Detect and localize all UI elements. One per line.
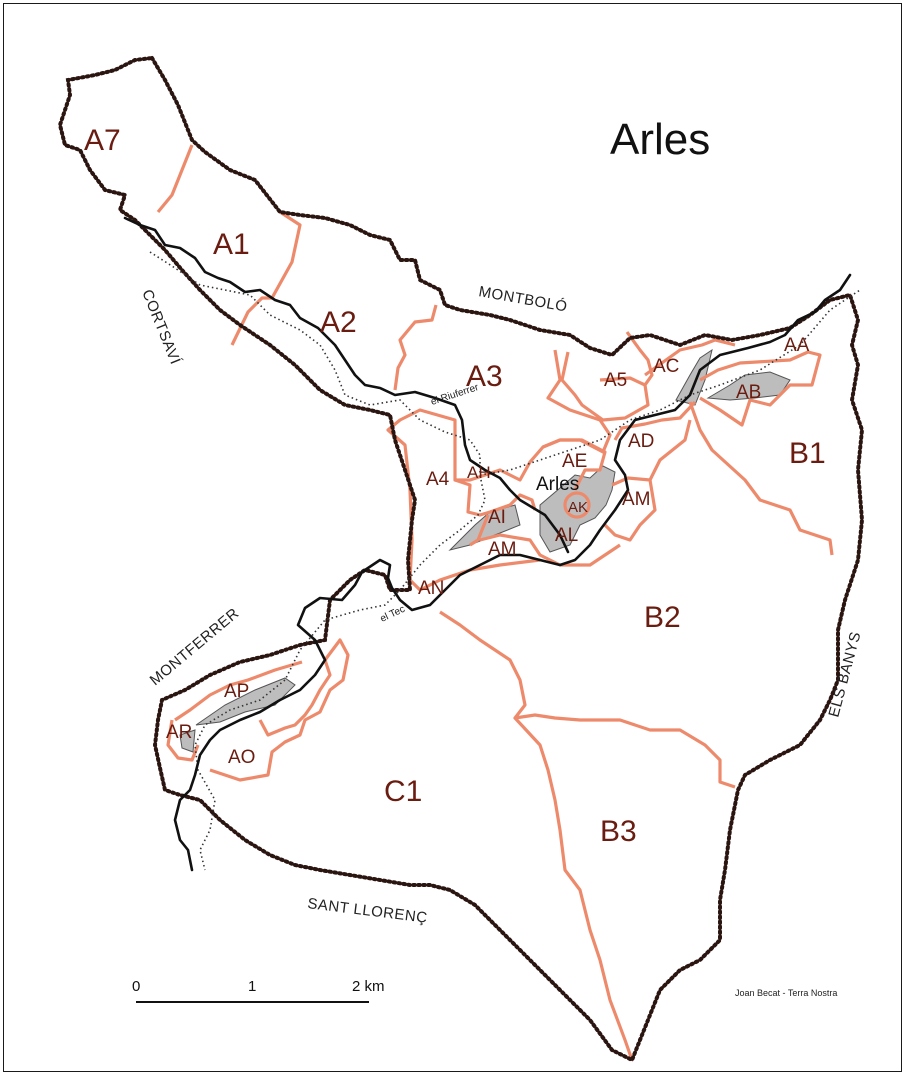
section-c1: C1	[384, 775, 422, 808]
section-ar: AR	[166, 722, 192, 743]
section-am-west: AM	[488, 539, 517, 560]
section-line-ak	[563, 491, 591, 519]
section-line-a3	[386, 349, 612, 592]
urban-ab	[706, 371, 791, 401]
commune-boundary	[57, 55, 865, 1063]
section-line-a7	[156, 144, 194, 214]
section-ac: AC	[653, 356, 679, 377]
section-a1: A1	[213, 228, 250, 261]
section-line-ab	[699, 350, 822, 427]
section-ak: AK	[568, 499, 588, 516]
scale-tick-0: 0	[132, 978, 140, 995]
section-a4: A4	[426, 469, 450, 490]
neighbor-sant-llorenc: SANT LLORENÇ	[307, 895, 429, 927]
scale-bar: 0 1 2 km	[132, 978, 385, 1003]
section-ao: AO	[228, 747, 255, 768]
river-riuferrer	[123, 216, 570, 554]
section-line-ad	[613, 400, 697, 441]
section-b2: B2	[644, 601, 681, 634]
urban-ap	[195, 677, 296, 726]
section-ae: AE	[562, 451, 587, 472]
commune-boundary-base	[58, 56, 864, 1062]
neighbor-montferrer: MONTFERRER	[147, 605, 243, 689]
section-line-am-east	[603, 476, 657, 542]
section-line-am-west	[479, 533, 621, 567]
urban-ar	[179, 729, 196, 753]
section-line-ai	[469, 514, 490, 547]
section-a3: A3	[466, 360, 503, 393]
section-line-ap-north	[174, 660, 303, 722]
section-b3: B3	[600, 815, 637, 848]
map-credit: Joan Becat - Terra Nostra	[735, 988, 837, 998]
commune-boundary-dots	[57, 55, 865, 1063]
section-a5: A5	[604, 370, 627, 391]
section-line-ap	[258, 659, 332, 737]
section-line-b2-top	[648, 419, 692, 481]
section-ai: AI	[488, 507, 506, 528]
urban-arles	[539, 465, 616, 553]
section-aa: AA	[784, 335, 810, 356]
map-title: Arles	[610, 115, 710, 164]
map-frame	[3, 3, 902, 1072]
section-line-a5	[560, 331, 654, 422]
section-line-b3-west	[513, 716, 634, 1061]
section-labels: A7 A1 A2 A3 A4 A5 AC AA AB AD AE AH AI A…	[84, 124, 826, 848]
section-line-b1	[688, 401, 834, 556]
river-label-tec: el Tec	[379, 604, 407, 625]
town-label-arles: Arles	[536, 474, 579, 495]
section-ah: AH	[467, 463, 491, 482]
section-line-a4	[454, 478, 537, 517]
section-a7: A7	[84, 124, 121, 157]
section-ad: AD	[628, 431, 654, 452]
urban-areas	[179, 348, 791, 753]
section-line-ar	[166, 719, 200, 762]
section-b1: B1	[789, 437, 826, 470]
section-ap: AP	[224, 681, 249, 702]
river-tec	[173, 273, 852, 872]
section-line-ac	[644, 338, 736, 377]
section-line-a2	[393, 304, 438, 391]
section-line-b2-b3	[439, 610, 736, 789]
section-al: AL	[555, 525, 578, 546]
rivers	[123, 216, 852, 872]
section-am-east: AM	[622, 489, 651, 510]
section-ab: AB	[736, 382, 761, 403]
railway-line	[149, 251, 486, 871]
neighbor-montbolo: MONTBOLÓ	[477, 283, 568, 315]
urban-ac	[675, 348, 713, 406]
section-line-ap-east	[209, 638, 350, 782]
neighbor-cortsavi: CORTSAVÍ	[138, 287, 184, 367]
section-a2: A2	[320, 306, 357, 339]
section-line-a5-inner	[599, 376, 646, 387]
section-an: AN	[418, 578, 444, 599]
scale-tick-1: 1	[248, 978, 256, 995]
neighbor-els-banys: ELS BANYS	[825, 630, 864, 719]
scale-tick-2: 2 km	[352, 978, 385, 995]
railway	[149, 251, 861, 871]
section-boundaries	[156, 144, 834, 1061]
section-line-ae	[542, 438, 607, 491]
